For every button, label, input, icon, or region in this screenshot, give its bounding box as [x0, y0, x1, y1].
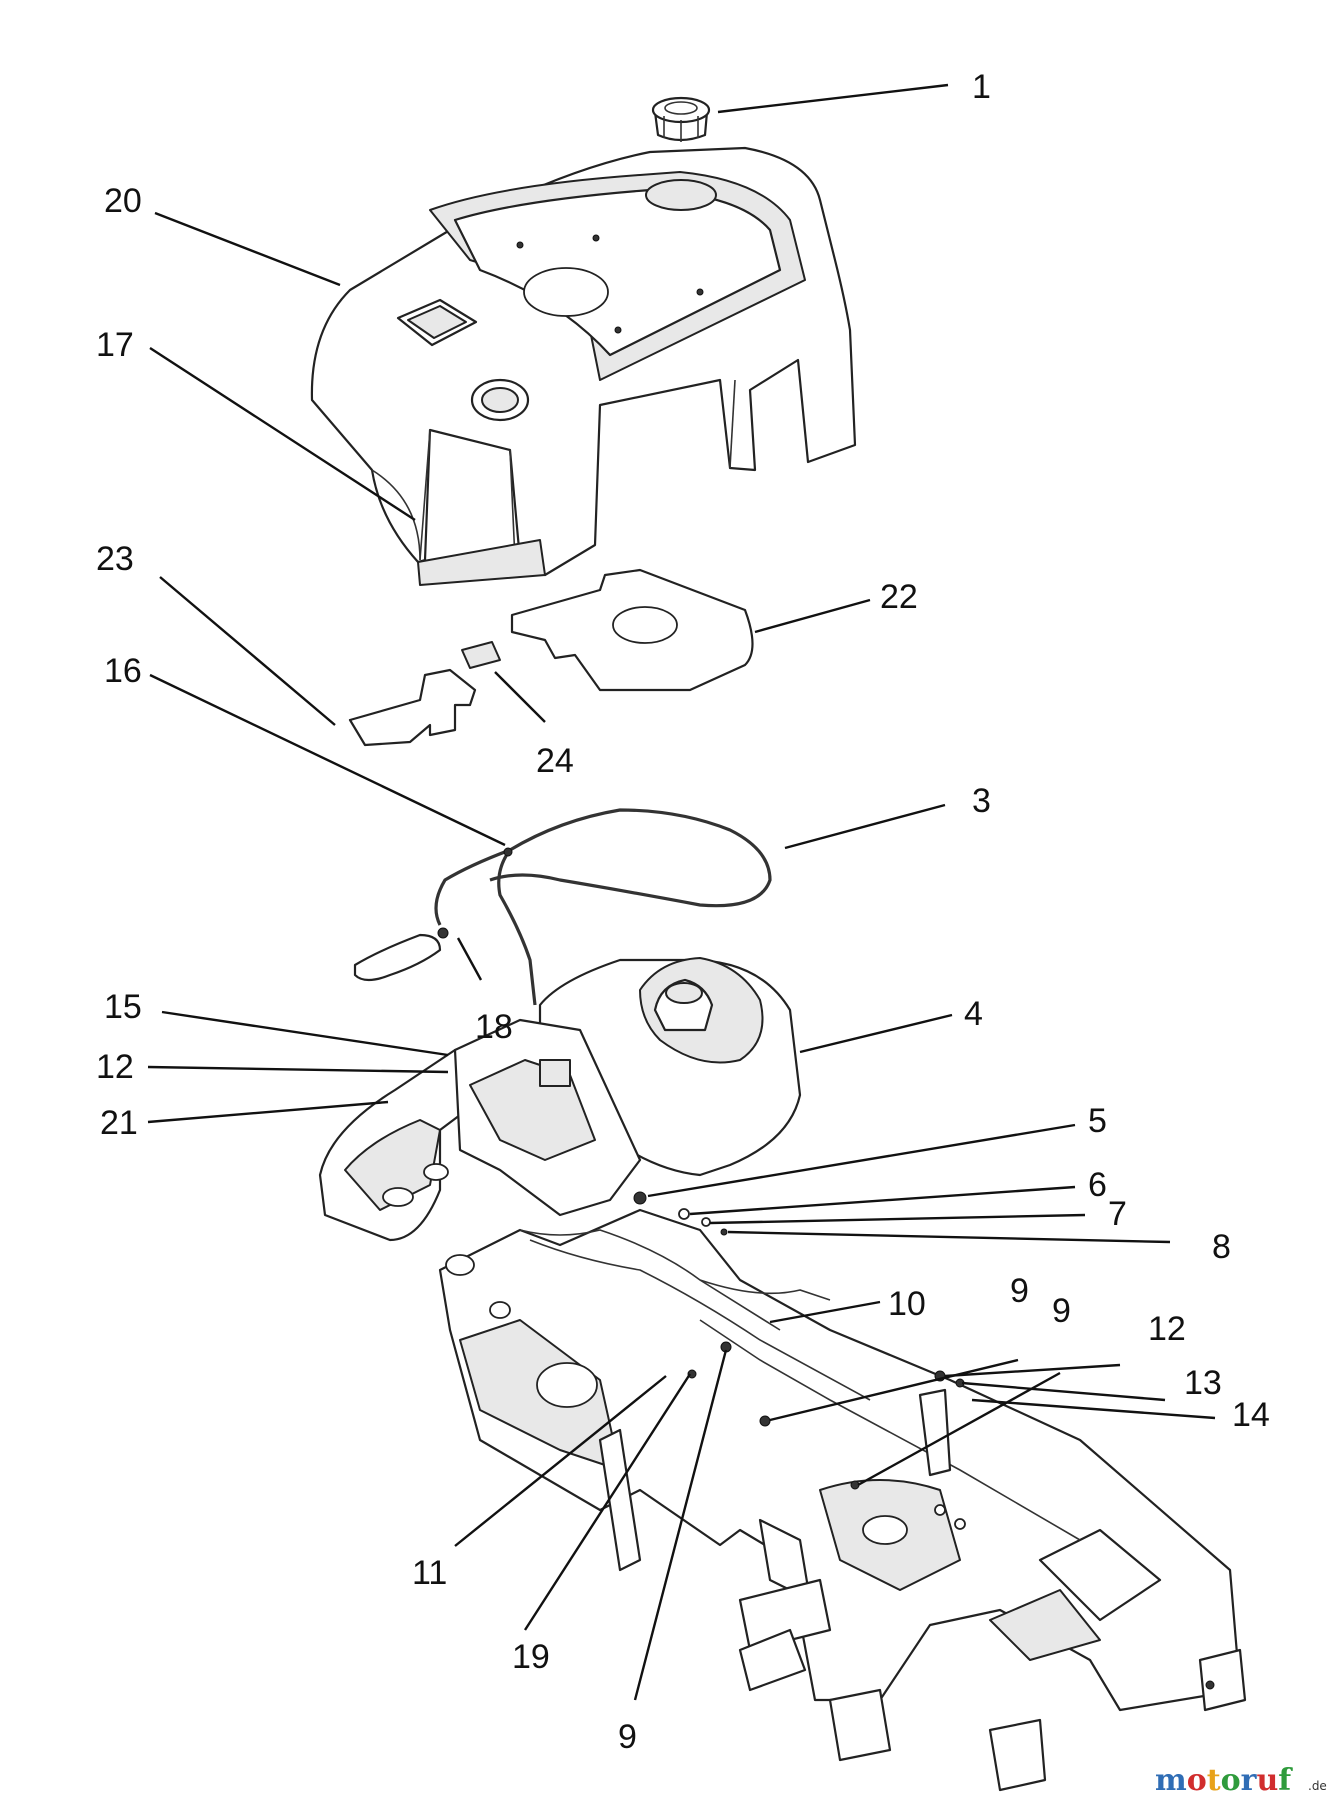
callout-9-c: 9 [618, 1718, 637, 1756]
callout-13: 13 [1184, 1364, 1222, 1402]
callout-9-a: 9 [1010, 1272, 1029, 1310]
callout-12-bottom: 12 [1148, 1310, 1186, 1348]
callout-17: 17 [96, 326, 134, 364]
watermark-tld: .de [1308, 1779, 1327, 1793]
callout-7: 7 [1108, 1195, 1127, 1233]
callout-1: 1 [972, 68, 991, 106]
fuel-line [353, 808, 772, 1006]
callout-10: 10 [888, 1285, 926, 1323]
callout-20: 20 [104, 182, 142, 220]
callout-8: 8 [1212, 1228, 1231, 1266]
callout-21: 21 [100, 1104, 138, 1142]
console-tower [453, 1018, 728, 1236]
callout-24: 24 [536, 742, 574, 780]
callout-16: 16 [104, 652, 142, 690]
callout-6: 6 [1088, 1166, 1107, 1204]
callout-18: 18 [475, 1008, 513, 1046]
callout-labels: 1 20 17 23 22 16 24 3 15 18 4 12 21 5 6 … [96, 68, 1270, 1756]
plate-23 [348, 668, 477, 747]
plate-22 [510, 568, 754, 692]
watermark-logo: motoruf .de [1155, 1763, 1327, 1798]
callout-5: 5 [1088, 1102, 1107, 1140]
callout-9-b: 9 [1052, 1292, 1071, 1330]
callout-14: 14 [1232, 1396, 1270, 1434]
callout-22: 22 [880, 578, 918, 616]
callout-15: 15 [104, 988, 142, 1026]
callout-4: 4 [964, 995, 983, 1033]
callout-3: 3 [972, 782, 991, 820]
callout-12-top: 12 [96, 1048, 134, 1086]
watermark-text: motoruf [1155, 1763, 1293, 1798]
callout-19: 19 [512, 1638, 550, 1676]
block-24 [461, 641, 501, 669]
callout-11: 11 [412, 1554, 447, 1592]
dash-support [318, 1048, 482, 1242]
fuel-cap [651, 96, 711, 142]
hood-shroud [310, 146, 857, 586]
callout-23: 23 [96, 540, 134, 578]
leader-lines [147, 83, 1216, 1701]
chassis-frame [438, 1208, 1247, 1792]
